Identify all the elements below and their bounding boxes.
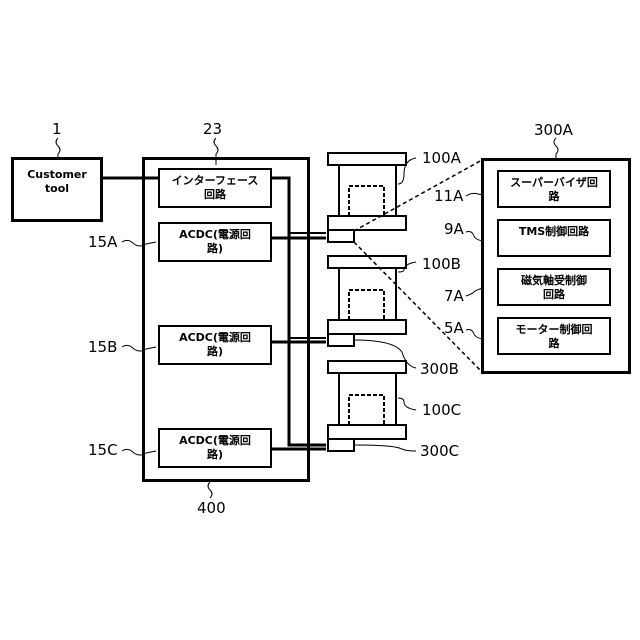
ref-100a: 100A (422, 150, 461, 166)
unit-100a (328, 153, 406, 242)
power-circuit-15a-label: ACDC(電源回 路) (160, 228, 270, 256)
ref-15a: 15A (88, 234, 117, 250)
ref-300c: 300C (420, 443, 459, 459)
ref-100b: 100B (422, 256, 461, 272)
interface-circuit-box: インターフェース 回路 (158, 168, 272, 208)
ref-interface-circuit: 23 (203, 121, 222, 137)
ref-300b: 300B (420, 361, 459, 377)
power-circuit-15c-box: ACDC(電源回 路) (158, 428, 272, 468)
tms-control-circuit-label: TMS制御回路 (499, 225, 609, 239)
ref-7a: 7A (444, 288, 464, 304)
magnetic-bearing-control-label: 磁気軸受制御 回路 (499, 274, 609, 302)
ref-controller-400: 400 (197, 500, 226, 516)
ref-9a: 9A (444, 221, 464, 237)
supervisor-circuit-box: スーパーバイザ回 路 (497, 170, 611, 208)
magnetic-bearing-control-box: 磁気軸受制御 回路 (497, 268, 611, 306)
interface-circuit-label: インターフェース 回路 (160, 174, 270, 202)
ref-15b: 15B (88, 339, 117, 355)
ref-100c: 100C (422, 402, 461, 418)
unit-100c (328, 361, 406, 451)
motor-control-circuit-label: モーター制御回 路 (499, 323, 609, 351)
unit-100b (328, 256, 406, 346)
supervisor-circuit-label: スーパーバイザ回 路 (499, 176, 609, 204)
ref-15c: 15C (88, 442, 118, 458)
ref-300a: 300A (534, 122, 573, 138)
control-box-300c (328, 439, 354, 451)
control-box-300b (328, 334, 354, 346)
control-box-300a (328, 230, 354, 242)
motor-control-circuit-box: モーター制御回 路 (497, 317, 611, 355)
power-circuit-15b-label: ACDC(電源回 路) (160, 331, 270, 359)
power-circuit-15c-label: ACDC(電源回 路) (160, 434, 270, 462)
tms-control-circuit-box: TMS制御回路 (497, 219, 611, 257)
power-circuit-15a-box: ACDC(電源回 路) (158, 222, 272, 262)
ref-11a: 11A (434, 188, 463, 204)
ref-customer-tool: 1 (52, 121, 62, 137)
customer-tool-label: Customer tool (14, 168, 100, 196)
ref-5a: 5A (444, 320, 464, 336)
power-circuit-15b-box: ACDC(電源回 路) (158, 325, 272, 365)
customer-tool-box: Customer tool (11, 157, 103, 222)
